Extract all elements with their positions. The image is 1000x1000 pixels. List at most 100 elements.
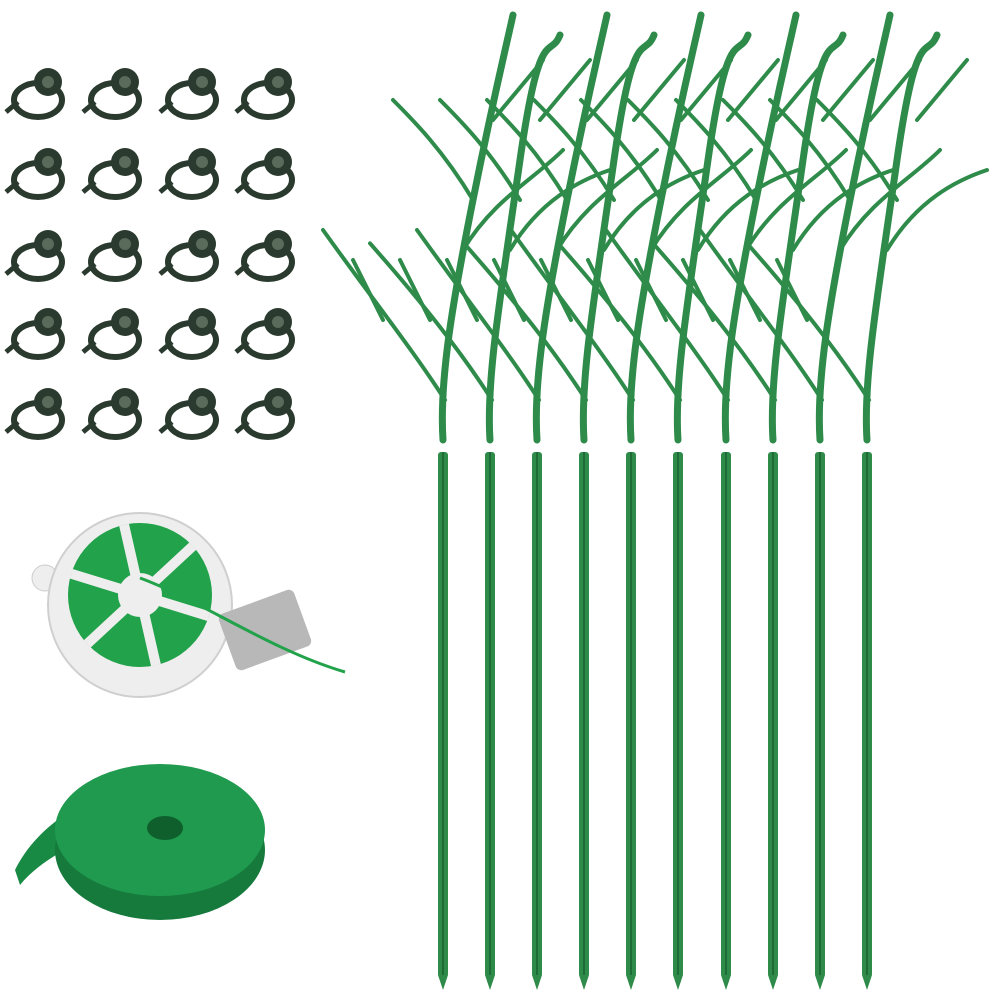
plant-clip-icon [234, 148, 295, 200]
clip-hinge-center [42, 396, 54, 408]
branch-twig [673, 31, 752, 444]
stake-branch-top [604, 11, 848, 444]
clip-hinge-center [196, 316, 208, 328]
branch-twig [579, 98, 663, 202]
branch-twig [726, 58, 780, 122]
branch-stake-icon [509, 11, 753, 990]
plant-clip-icon [4, 148, 65, 200]
clip-hinge-center [272, 156, 284, 168]
spool-spoke [138, 590, 211, 622]
stake-pole-ridge [630, 452, 632, 977]
stake-pole-ridge [772, 452, 774, 977]
plant-clip-icon [81, 388, 142, 440]
stake-pole-ridge [489, 452, 491, 977]
branch-twig [438, 98, 522, 202]
branch-twig [509, 228, 635, 402]
clip-tab [81, 340, 97, 354]
branch-stake-icon [368, 31, 612, 990]
branch-stake-icon [745, 31, 989, 990]
branch-twig [728, 258, 762, 322]
stake-pole-ridge [442, 452, 444, 977]
branch-twig [556, 241, 682, 402]
clip-tab [234, 180, 250, 194]
plant-clip-icon [4, 68, 65, 120]
stake-branch-top [462, 31, 706, 444]
branch-twig [768, 31, 847, 444]
spool-spoke [69, 568, 142, 600]
branch-twig [398, 258, 432, 322]
clip-tab [158, 420, 174, 434]
branch-twig [604, 228, 730, 402]
velcro-roll-icon [15, 764, 265, 920]
stake-pole-ridge [725, 452, 727, 977]
wire-spool-icon [31, 512, 346, 698]
branch-twig [445, 258, 479, 322]
stake-pole-ridge [819, 452, 821, 977]
clip-hinge-center [42, 316, 54, 328]
clip-tab [234, 420, 250, 434]
clip-hinge-center [119, 316, 131, 328]
plant-clip-icon [4, 230, 65, 282]
branch-twig [885, 168, 989, 252]
branch-twig [821, 58, 875, 122]
spool-spoke [83, 591, 144, 648]
clip-tab [158, 100, 174, 114]
plant-clip-icon [234, 68, 295, 120]
plant-clip-icon [81, 308, 142, 360]
plant-clip-icon [158, 388, 219, 440]
branch-twig [538, 58, 592, 122]
branch-twig [815, 98, 899, 202]
branch-twig [721, 98, 805, 202]
stake-tip [579, 975, 589, 990]
branch-twig [634, 258, 668, 322]
stake-tip [815, 975, 825, 990]
velcro-roll-core [147, 816, 183, 840]
clip-hinge-center [42, 238, 54, 250]
branch-stake-icon [415, 11, 659, 990]
stake-tip [626, 975, 636, 990]
plant-clip-icon [158, 68, 219, 120]
branch-twig [532, 98, 616, 202]
clip-tab [234, 100, 250, 114]
stake-branch-top [651, 31, 895, 444]
branch-twig [351, 258, 385, 322]
clip-hinge-center [196, 396, 208, 408]
plant-clip-icon [234, 388, 295, 440]
branch-twig [775, 258, 809, 322]
stake-tip [721, 975, 731, 990]
branch-twig [539, 258, 573, 322]
plant-clip-icon [81, 230, 142, 282]
clip-tab [81, 100, 97, 114]
branch-twig [745, 241, 871, 402]
plant-clip-icon [158, 308, 219, 360]
branch-twig [368, 241, 494, 402]
clip-tab [81, 262, 97, 276]
clip-tab [4, 340, 20, 354]
branch-twig [632, 58, 686, 122]
stake-tip [673, 975, 683, 990]
branch-twig [681, 258, 715, 322]
plant-clips-group [4, 68, 295, 440]
clip-hinge-center [196, 76, 208, 88]
branch-twig [915, 58, 969, 122]
branch-twig [321, 228, 447, 402]
branch-stake-icon [321, 11, 565, 990]
stake-pole-ridge [583, 452, 585, 977]
clip-tab [4, 180, 20, 194]
branch-twig [698, 228, 824, 402]
clip-tab [234, 340, 250, 354]
plant-clip-icon [4, 308, 65, 360]
plant-clip-icon [4, 388, 65, 440]
plant-clip-icon [234, 230, 295, 282]
branch-twig [485, 98, 569, 202]
clip-tab [4, 420, 20, 434]
stake-branch-top [556, 31, 800, 444]
branch-twig [415, 228, 541, 402]
plant-clip-icon [158, 230, 219, 282]
stake-pole-ridge [866, 452, 868, 977]
clip-tab [158, 262, 174, 276]
branch-stake-icon [604, 11, 848, 990]
stake-tip [862, 975, 872, 990]
wire-strand [139, 576, 346, 674]
